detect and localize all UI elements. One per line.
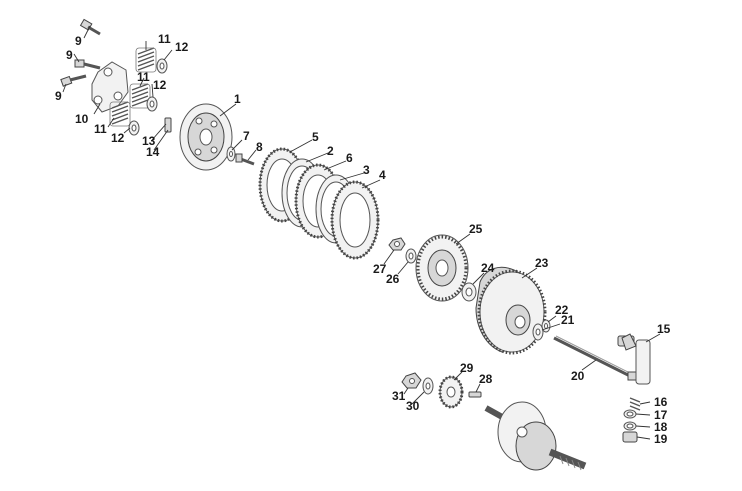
oring-18 — [623, 421, 637, 431]
clutch-spring-upper — [135, 47, 157, 73]
callout-26: 26 — [386, 272, 400, 286]
callout-16: 16 — [654, 395, 668, 409]
crankshaft — [484, 401, 587, 471]
clutch-housing-23 — [475, 266, 547, 355]
clutch-spring-lower — [109, 101, 131, 127]
callout-18: 18 — [654, 420, 668, 434]
washer-12-upper — [156, 58, 168, 74]
callout-8: 8 — [256, 140, 263, 154]
callout-12-bottom: 12 — [111, 131, 125, 145]
nut-27 — [388, 237, 406, 251]
callout-5: 5 — [312, 130, 319, 144]
callout-11-bottom: 11 — [94, 122, 107, 136]
callout-4: 4 — [379, 168, 386, 182]
pressure-plate-1 — [179, 103, 233, 171]
clutch-hub-25 — [415, 234, 469, 302]
washer-21 — [532, 323, 544, 341]
nut-31 — [401, 372, 422, 389]
spring-retainer-plate — [91, 61, 129, 113]
spring-16 — [629, 397, 641, 411]
callout-6: 6 — [346, 151, 353, 165]
washer-30 — [422, 377, 434, 395]
washer-7 — [226, 146, 236, 162]
callout-14: 14 — [146, 145, 160, 159]
callout-12-top: 12 — [175, 40, 189, 54]
callout-9-bottom: 9 — [55, 89, 62, 103]
key-28 — [468, 391, 482, 398]
callout-12-middle: 12 — [153, 78, 167, 92]
callout-9-middle: 9 — [66, 48, 73, 62]
washer-26 — [405, 248, 417, 264]
callout-29: 29 — [460, 361, 474, 375]
callout-11-middle: 11 — [137, 70, 150, 84]
pin-13-14 — [164, 117, 172, 133]
bushing-19 — [622, 431, 638, 443]
callout-7: 7 — [243, 129, 250, 143]
callout-31: 31 — [392, 389, 406, 403]
callout-2: 2 — [327, 144, 334, 158]
clutch-spring-middle — [129, 83, 151, 109]
washer-24 — [461, 282, 477, 302]
callout-10: 10 — [75, 112, 89, 126]
callout-15: 15 — [657, 322, 671, 336]
callout-13: 13 — [142, 134, 156, 148]
callout-20: 20 — [571, 369, 585, 383]
callout-28: 28 — [479, 372, 493, 386]
washer-12-middle — [146, 96, 158, 112]
callout-30: 30 — [406, 399, 420, 413]
callout-17: 17 — [654, 408, 668, 422]
callout-19: 19 — [654, 432, 668, 446]
bolt-9-middle — [74, 59, 101, 70]
callout-1: 1 — [234, 92, 241, 106]
release-shaft-20 — [553, 335, 637, 381]
callout-27: 27 — [373, 262, 387, 276]
release-lever-15 — [617, 333, 651, 385]
bolt-9-bottom — [60, 74, 87, 87]
primary-gear-29 — [438, 375, 464, 409]
bolt-9-top — [79, 18, 101, 36]
washer-12-lower — [128, 120, 140, 136]
callout-numbers: 1 2 3 4 5 6 7 8 9 9 9 10 11 11 11 12 12 … — [55, 32, 671, 446]
callout-21: 21 — [561, 313, 575, 327]
callout-23: 23 — [535, 256, 549, 270]
callout-25: 25 — [469, 222, 483, 236]
callout-11-top: 11 — [158, 32, 171, 46]
friction-plate-4 — [330, 180, 380, 260]
oring-17 — [623, 409, 637, 419]
leader-lines — [62, 25, 661, 440]
callout-9-top: 9 — [75, 34, 82, 48]
pushrod-8 — [235, 153, 255, 166]
callout-3: 3 — [363, 163, 370, 177]
callout-22: 22 — [555, 303, 569, 317]
callout-24: 24 — [481, 261, 495, 275]
